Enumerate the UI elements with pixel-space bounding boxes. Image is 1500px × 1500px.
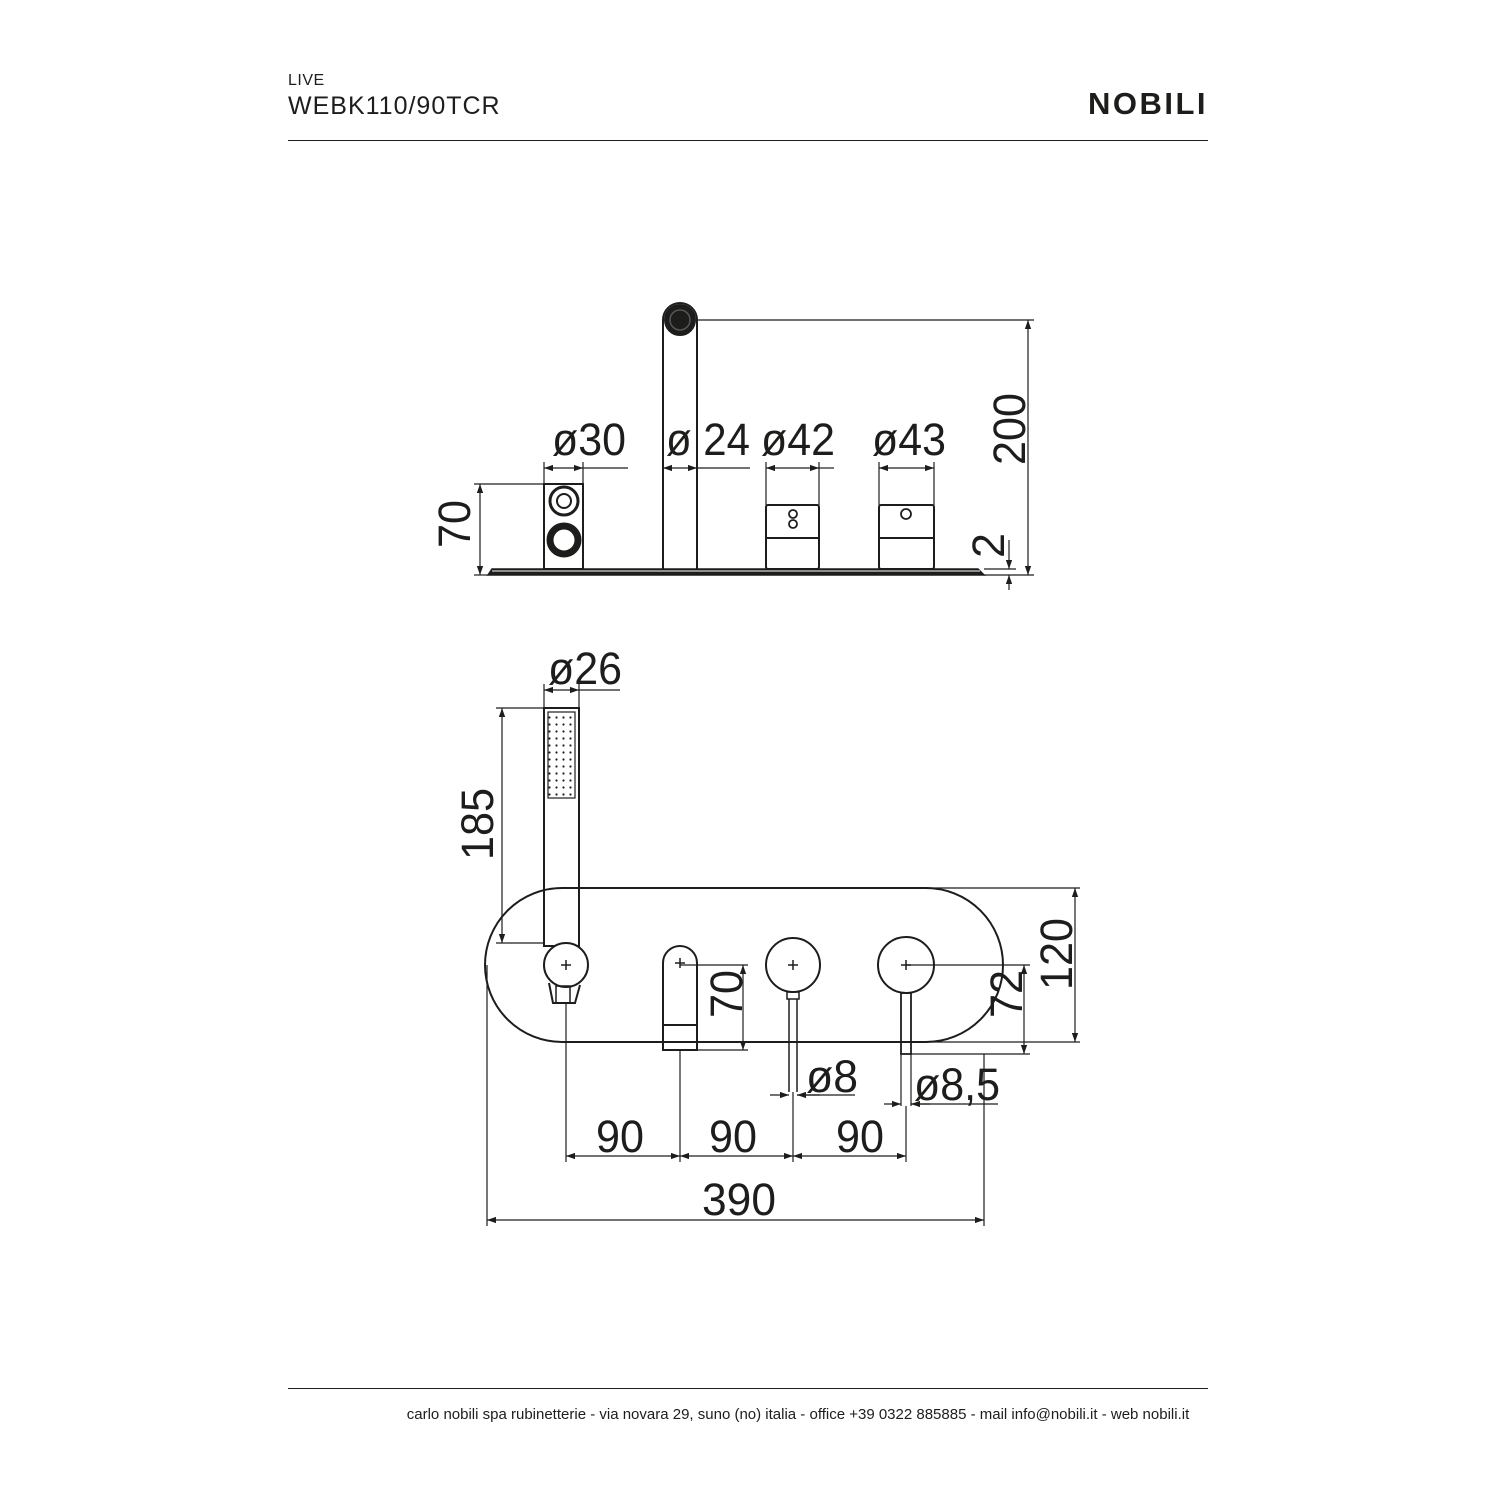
dim-handshower-diameter: ø30 — [552, 414, 626, 465]
product-series: LIVE — [288, 72, 325, 89]
front-spout — [662, 945, 698, 1051]
company-footer: carlo nobili spa rubinetterie - via nova… — [406, 1406, 1190, 1423]
header-divider — [288, 140, 1208, 141]
brand-logo: NOBILI — [1087, 86, 1208, 121]
dim-handshower-height: 185 — [452, 788, 503, 860]
dim-front-handshower-diameter: ø26 — [548, 643, 622, 694]
dim-knob-left-diameter: ø42 — [761, 414, 835, 465]
front-view-labels: ø26 185 120 70 72 ø8 ø8,5 90 90 90 390 — [452, 643, 1082, 1225]
dim-total-height: 200 — [984, 393, 1035, 465]
dim-lever-right-diameter: ø8,5 — [914, 1059, 1000, 1110]
dim-spacing-3: 90 — [836, 1111, 884, 1162]
dim-spout-length: 70 — [701, 970, 752, 1018]
dim-left-height: 70 — [429, 500, 480, 548]
side-view-labels: ø30 ø 24 ø42 ø43 200 70 2 — [429, 393, 1035, 558]
dim-lever-left-diameter: ø8 — [806, 1051, 858, 1102]
dim-spout-diameter: ø 24 — [666, 414, 750, 465]
dim-knob-right-diameter: ø43 — [872, 414, 946, 465]
product-code: WEBK110/90TCR — [288, 92, 501, 120]
dim-spacing-1: 90 — [596, 1111, 644, 1162]
dim-lever-height: 72 — [981, 970, 1032, 1018]
front-view-dimensions — [486, 684, 1080, 1226]
dim-total-width: 390 — [702, 1174, 776, 1225]
footer-divider — [288, 1388, 1208, 1389]
side-spout — [662, 302, 698, 569]
dim-plate-thickness: 2 — [963, 533, 1014, 558]
front-view — [484, 707, 1004, 1106]
dim-plate-height: 120 — [1031, 918, 1082, 990]
dim-spacing-2: 90 — [709, 1111, 757, 1162]
side-view — [486, 302, 986, 576]
side-handshower-holder — [543, 483, 584, 570]
side-view-dimensions — [474, 319, 1034, 590]
